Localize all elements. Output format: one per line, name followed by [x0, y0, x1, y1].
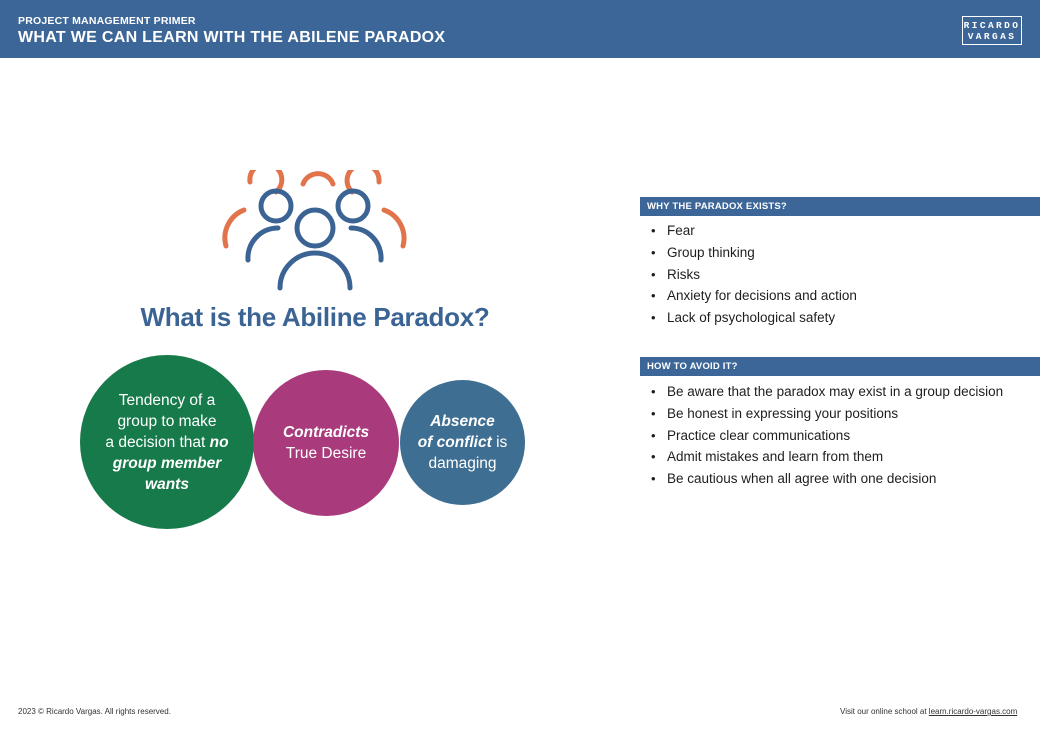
list-item: Admit mistakes and learn from them — [651, 446, 1003, 468]
contradicts-line-1: Contradicts — [282, 424, 370, 441]
copyright-notice: 2023 © Ricardo Vargas. All rights reserv… — [18, 707, 171, 716]
list-item: Practice clear communications — [651, 425, 1003, 447]
list-item: Risks — [651, 264, 857, 286]
list-item: Lack of psychological safety — [651, 307, 857, 329]
list-item: Be honest in expressing your positions — [651, 403, 1003, 425]
logo-line-2: VARGAS — [967, 30, 1017, 42]
why-section-heading: WHY THE PARADOX EXISTS? — [640, 197, 1040, 216]
definition-line-3: a decision that — [105, 433, 210, 451]
absence-line-2-emphasis: of conflict — [417, 434, 492, 451]
header-kicker: PROJECT MANAGEMENT PRIMER — [18, 15, 196, 27]
avoid-list: Be aware that the paradox may exist in a… — [651, 381, 1003, 490]
circle-absence-text: Absence of conflict is damaging — [418, 411, 508, 474]
circle-absence-of-conflict: Absence of conflict is damaging — [400, 380, 525, 505]
list-item: Fear — [651, 220, 857, 242]
list-item: Anxiety for decisions and action — [651, 285, 857, 307]
logo-line-1: RICARDO — [963, 19, 1021, 31]
definition-line-2: group to make — [117, 412, 217, 430]
page-title: WHAT WE CAN LEARN WITH THE ABILENE PARAD… — [18, 29, 446, 46]
circle-contradicts: Contradicts True Desire — [253, 370, 399, 516]
list-item: Be aware that the paradox may exist in a… — [651, 381, 1003, 403]
ricardo-vargas-logo: RICARDO VARGAS — [962, 16, 1022, 45]
footer-visit-text: Visit our online school at — [840, 707, 929, 716]
definition-line-4-emphasis: group member — [112, 454, 222, 472]
absence-line-3: damaging — [428, 455, 497, 472]
list-item: Be cautious when all agree with one deci… — [651, 468, 1003, 490]
list-item: Group thinking — [651, 242, 857, 264]
definition-line-3-emphasis: no — [209, 433, 229, 451]
main-heading: What is the Abiline Paradox? — [140, 302, 490, 332]
footer-visit: Visit our online school at learn.ricardo… — [840, 707, 1017, 716]
definition-line-1: Tendency of a — [118, 391, 216, 409]
avoid-section-heading: HOW TO AVOID IT? — [640, 357, 1040, 376]
why-list: Fear Group thinking Risks Anxiety for de… — [651, 220, 857, 329]
header-bar: PROJECT MANAGEMENT PRIMER WHAT WE CAN LE… — [0, 0, 1040, 58]
absence-line-2: is — [491, 434, 508, 451]
circle-definition-text: Tendency of a group to make a decision t… — [105, 390, 228, 495]
circle-definition: Tendency of a group to make a decision t… — [80, 355, 254, 529]
definition-line-5-emphasis: wants — [145, 475, 189, 493]
circle-contradicts-text: Contradicts True Desire — [283, 422, 369, 464]
absence-line-1: Absence — [430, 413, 495, 430]
group-people-icon — [222, 170, 407, 291]
contradicts-line-2: True Desire — [285, 445, 367, 462]
online-school-link[interactable]: learn.ricardo-vargas.com — [928, 707, 1018, 716]
